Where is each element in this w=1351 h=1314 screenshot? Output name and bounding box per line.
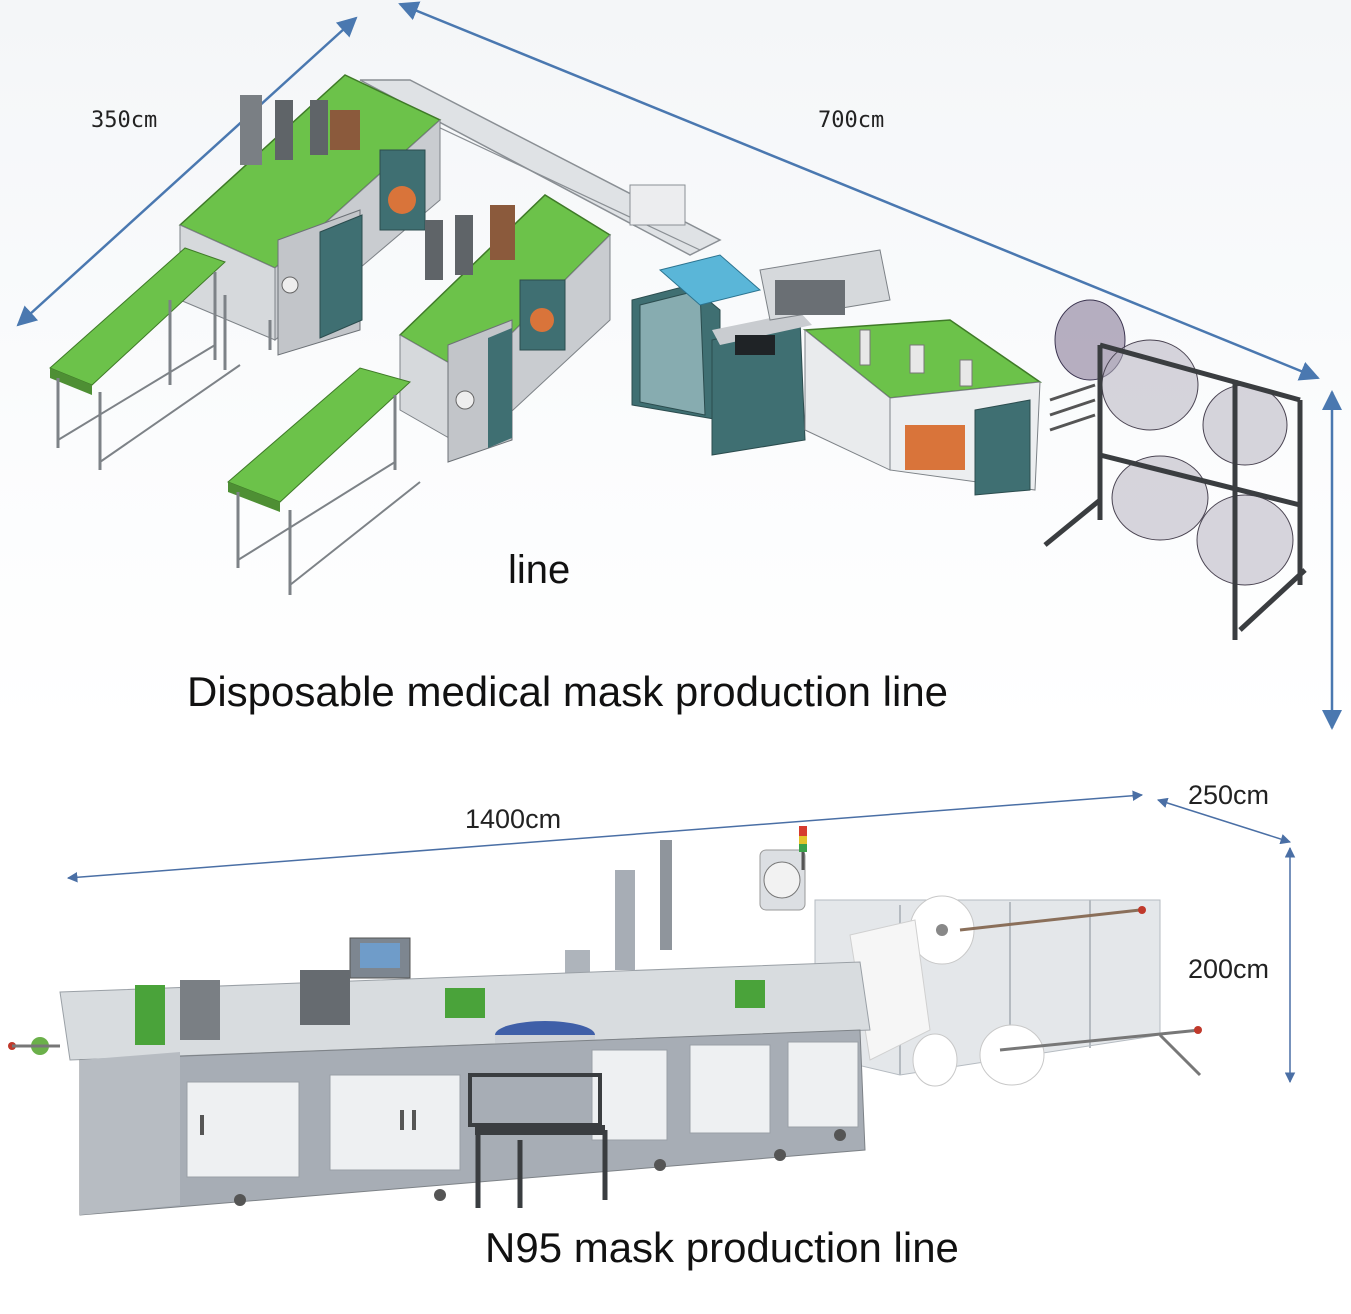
dimension-label-1400cm: 1400cm [465,804,562,834]
disposable-mask-line-drawing [16,1,1342,730]
roll-feeding-frame [814,895,1202,1087]
base-cabinets [79,1029,866,1216]
disposable-mask-line-panel: 350cm 700cm line Disposable medical mask… [0,0,1351,730]
dimension-arrow-700cm [398,1,1320,381]
dimension-label-250cm: 250cm [1188,780,1270,810]
caption-n95-mask-line: N95 mask production line [485,1224,959,1271]
assembly-table [803,319,1043,496]
upper-machinery [349,826,807,985]
n95-mask-line-panel: 1400cm 250cm 200cm N95 mask production l… [0,730,1351,1314]
dimension-label-200cm: 200cm [1188,954,1270,984]
dimension-arrow-1400cm [66,790,1144,883]
caption-disposable-mask-line: Disposable medical mask production line [187,668,949,715]
mask-machine-2 [227,194,612,595]
dimension-label-350cm: 350cm [91,108,158,133]
dimension-arrow-250cm [1156,797,1292,845]
mask-machine-1 [49,74,442,470]
dimension-label-700cm: 700cm [818,108,885,133]
n95-mask-line-drawing [8,790,1296,1216]
dimension-arrow-350cm [16,16,358,327]
material-roll-stand [1043,299,1307,640]
center-cabinets [631,249,891,456]
caption-fragment-line: line [508,548,571,592]
